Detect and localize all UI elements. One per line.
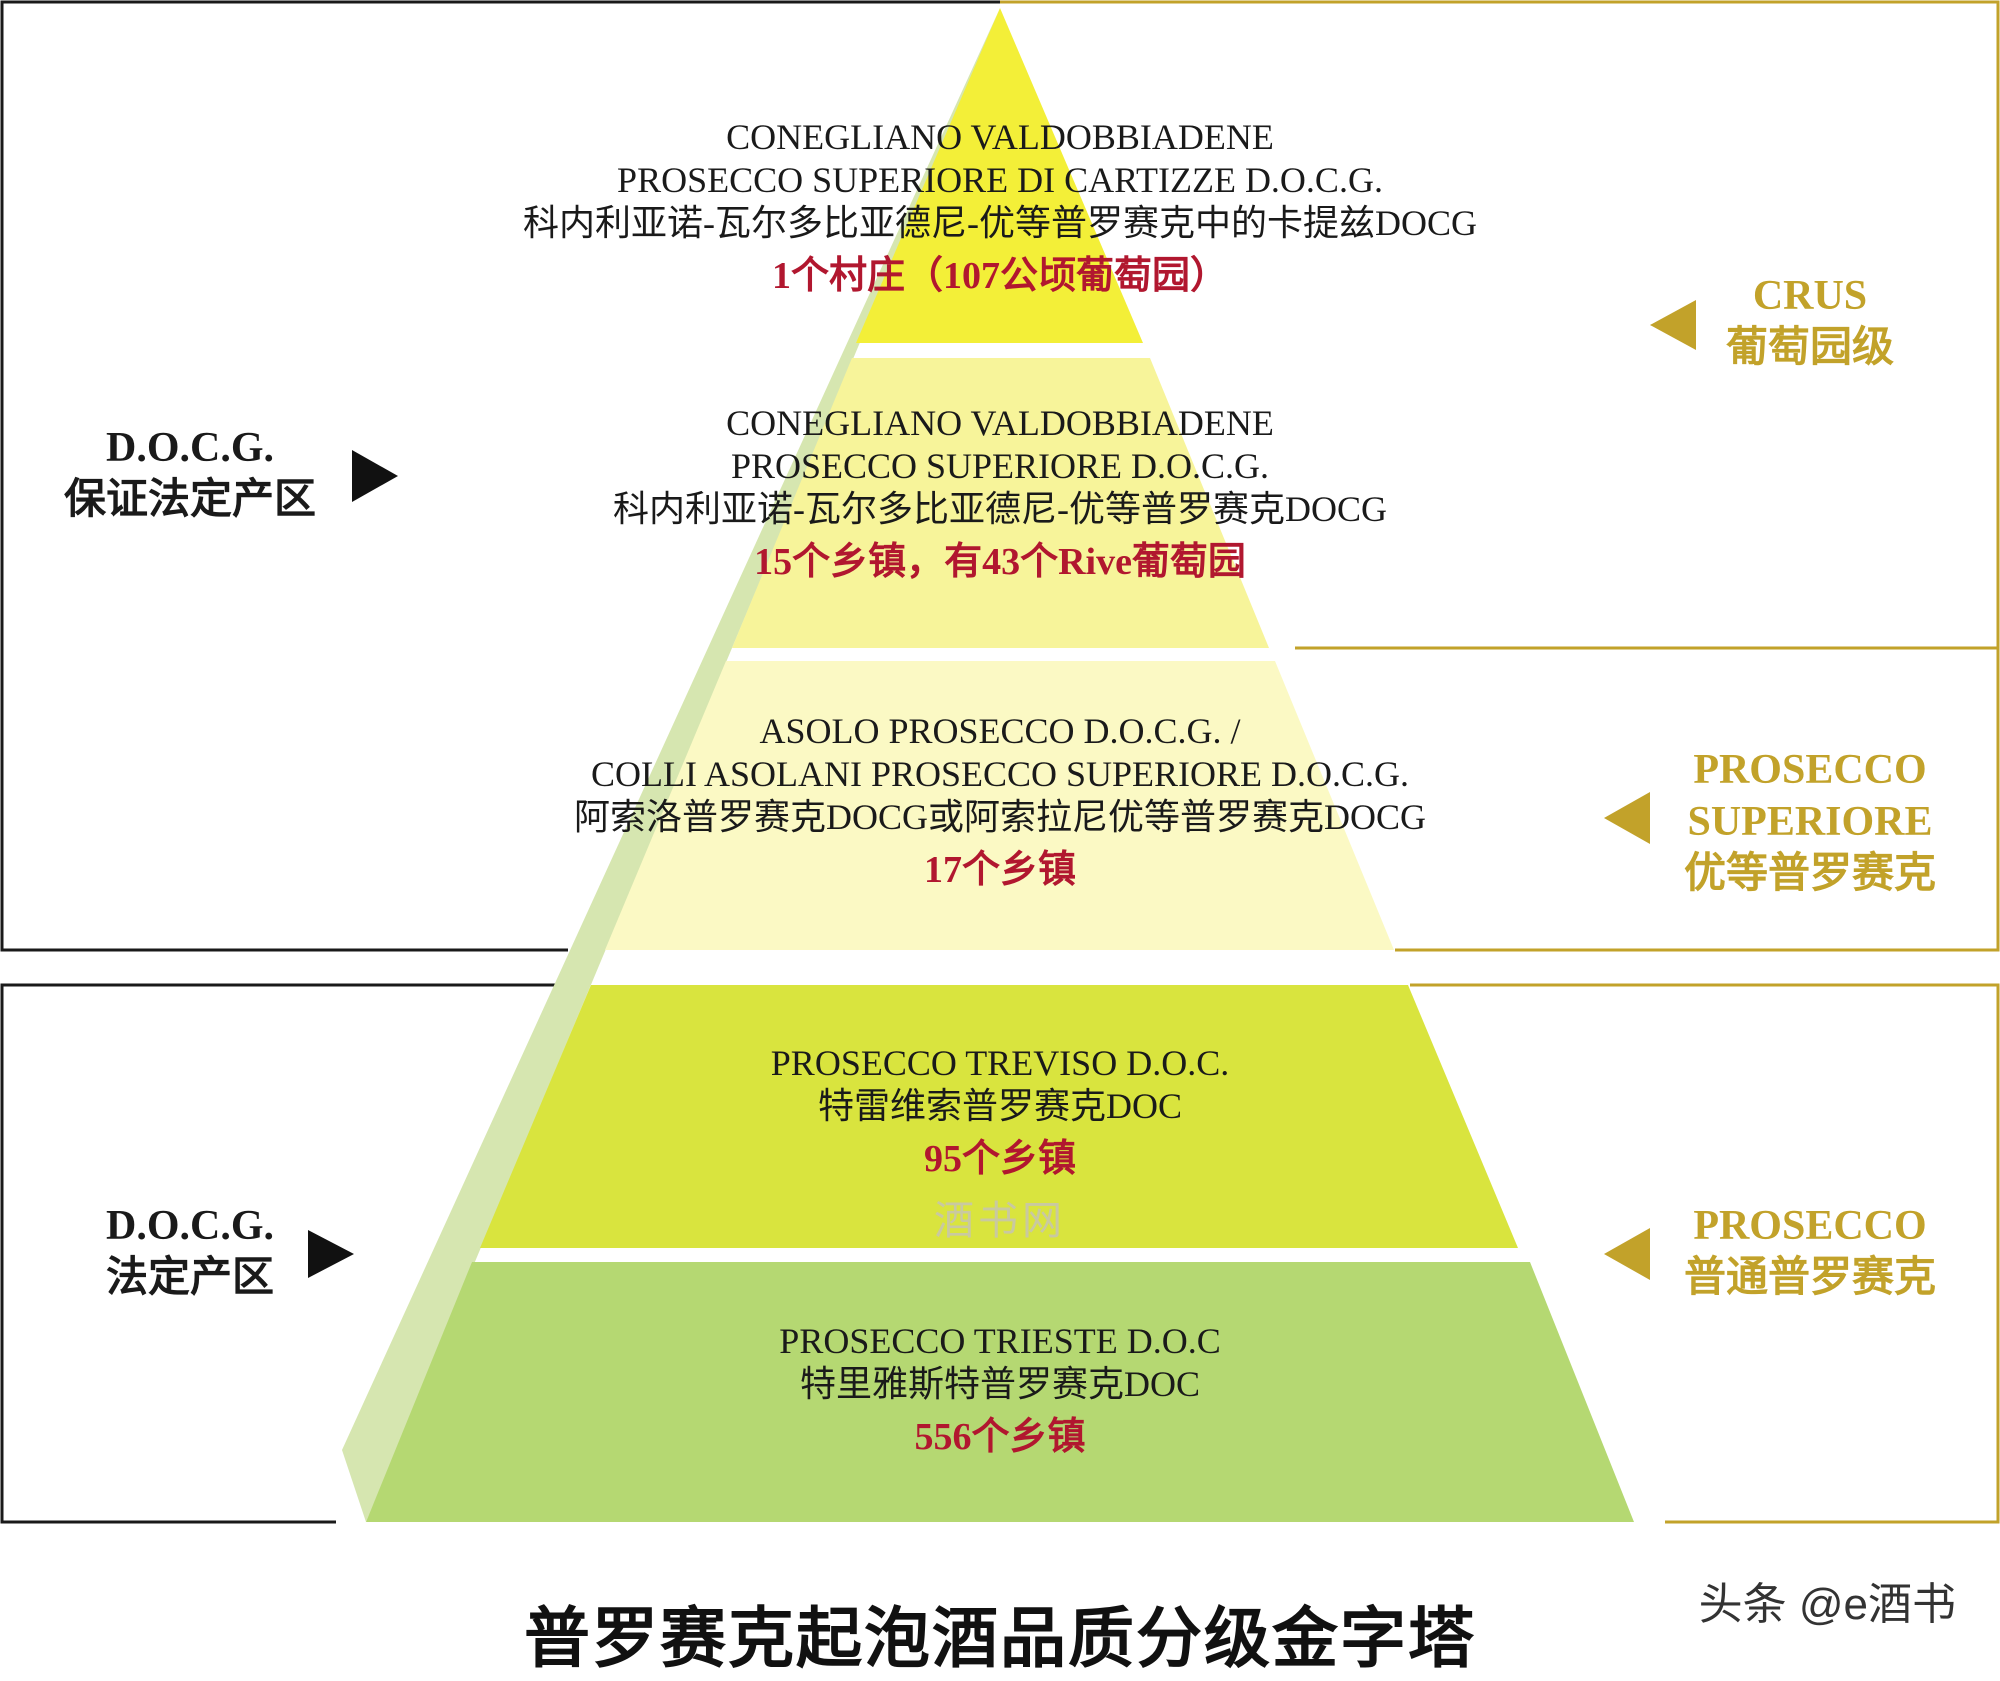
credit-text: 头条 @e酒书 [1698, 1580, 1956, 1629]
tier-4-count: 95个乡镇 [923, 1138, 1076, 1180]
crus-label: CRUS 葡萄园级 [1660, 270, 1960, 374]
tier-4-line-2: 特雷维索普罗赛克DOC [817, 1086, 1182, 1126]
doc-arrow-icon [308, 1230, 354, 1278]
doc-label-line-2: 法定产区 [105, 1255, 274, 1301]
tier-3-line-1: ASOLO PROSECCO D.O.C.G. / [759, 711, 1241, 751]
tier-1-line-3: 科内利亚诺-瓦尔多比亚德尼-优等普罗赛克中的卡提兹DOCG [523, 203, 1477, 243]
tier-3-line-3: 阿索洛普罗赛克DOCG或阿索拉尼优等普罗赛克DOCG [573, 797, 1426, 837]
watermark-text: 酒书网 [934, 1198, 1066, 1243]
docg-frame [0, 0, 1000, 952]
superiore-label: PROSECCO SUPERIORE 优等普罗赛克 [1660, 744, 1960, 900]
tier-5-line-1: PROSECCO TRIESTE D.O.C [779, 1321, 1221, 1361]
tier-3-shape [605, 661, 1394, 950]
tier-5-text: PROSECCO TRIESTE D.O.C 特里雅斯特普罗赛克DOC 556个… [400, 1320, 1600, 1459]
tier-1-line-1: CONEGLIANO VALDOBBIADENE [726, 117, 1274, 157]
docg-arrow-icon [352, 450, 398, 502]
doc-label: D.O.C.G. 法定产区 [40, 1200, 340, 1304]
docg-label-line-2: 保证法定产区 [63, 477, 316, 523]
superiore-arrow-icon [1604, 792, 1650, 844]
tier-2-count: 15个乡镇，有43个Rive葡萄园 [754, 541, 1246, 583]
prosecco-label: PROSECCO 普通普罗赛克 [1660, 1200, 1960, 1304]
pyramid-side-shadow [342, 8, 1000, 1522]
tier-5-line-2: 特里雅斯特普罗赛克DOC [799, 1364, 1200, 1404]
page-title: 普罗赛克起泡酒品质分级金字塔 [524, 1603, 1476, 1676]
crus-label-line-2: 葡萄园级 [1725, 325, 1894, 371]
crus-arrow-icon [1650, 300, 1696, 350]
superiore-frame [1295, 646, 2000, 952]
tier-2-text: CONEGLIANO VALDOBBIADENE PROSECCO SUPERI… [400, 402, 1600, 584]
prosecco-label-line-2: 普通普罗赛克 [1683, 1255, 1936, 1301]
prosecco-arrow-icon [1604, 1228, 1650, 1280]
tier-1-count: 1个村庄（107公顷葡萄园） [771, 255, 1228, 297]
tier-3-line-2: COLLI ASOLANI PROSECCO SUPERIORE D.O.C.G… [590, 754, 1410, 794]
tier-5-shape [366, 1262, 1634, 1522]
tier-4-text: PROSECCO TREVISO D.O.C. 特雷维索普罗赛克DOC 95个乡… [400, 1042, 1600, 1181]
tier-2-line-1: CONEGLIANO VALDOBBIADENE [726, 403, 1274, 443]
superiore-label-line-2: SUPERIORE [1687, 799, 1933, 845]
superiore-label-line-3: 优等普罗赛克 [1683, 851, 1936, 897]
tier-2-line-2: PROSECCO SUPERIORE D.O.C.G. [730, 446, 1270, 486]
tier-3-text: ASOLO PROSECCO D.O.C.G. / COLLI ASOLANI … [400, 710, 1600, 892]
doc-label-line-1: D.O.C.G. [106, 1203, 274, 1249]
tier-1-text: CONEGLIANO VALDOBBIADENE PROSECCO SUPERI… [400, 116, 1600, 298]
crus-label-line-1: CRUS [1752, 273, 1868, 319]
tier-2-line-3: 科内利亚诺-瓦尔多比亚德尼-优等普罗赛克DOCG [613, 489, 1387, 529]
prosecco-label-line-1: PROSECCO [1693, 1203, 1927, 1249]
tier-1-shape [856, 8, 1143, 343]
tier-4-line-1: PROSECCO TREVISO D.O.C. [770, 1043, 1230, 1083]
doc-frame [0, 983, 590, 1524]
tier-5-count: 556个乡镇 [914, 1416, 1086, 1458]
tier-4-shape [480, 985, 1518, 1248]
prosecco-frame [1410, 983, 2000, 1524]
superiore-label-line-1: PROSECCO [1693, 747, 1927, 793]
tier-3-count: 17个乡镇 [923, 849, 1076, 891]
docg-label: D.O.C.G. 保证法定产区 [40, 422, 340, 526]
tier-2-shape [732, 358, 1269, 648]
tier-1-line-2: PROSECCO SUPERIORE DI CARTIZZE D.O.C.G. [617, 160, 1383, 200]
docg-label-line-1: D.O.C.G. [106, 425, 274, 471]
